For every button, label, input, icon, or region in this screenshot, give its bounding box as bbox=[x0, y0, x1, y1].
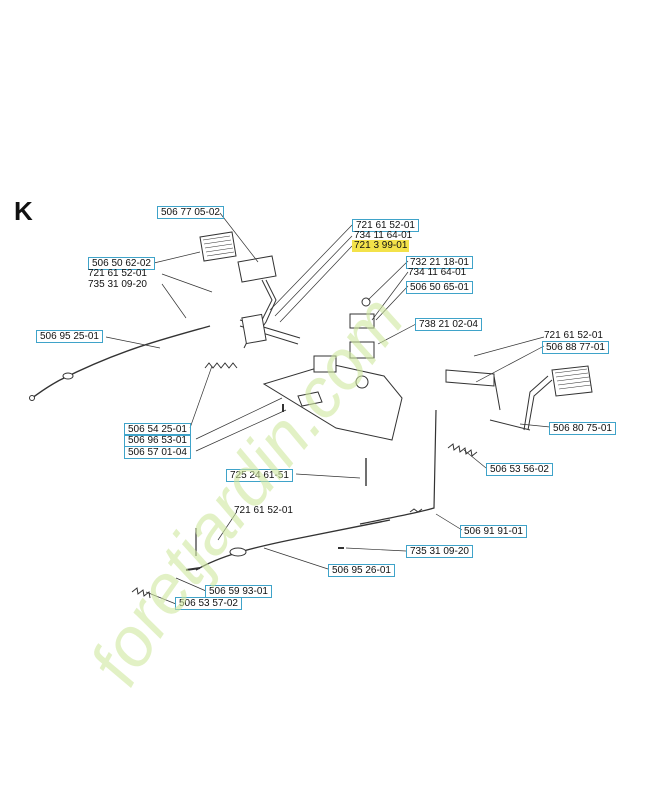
block-lower bbox=[349, 341, 375, 359]
left-spring bbox=[204, 362, 238, 369]
part-number-label: 721 61 52-01 bbox=[88, 268, 147, 279]
right-pedal-arm bbox=[489, 375, 553, 431]
left-pedal-pad bbox=[199, 231, 237, 262]
right-cable bbox=[359, 409, 437, 525]
part-number-label: 721 61 52-01 bbox=[544, 330, 603, 341]
part-number-label: 732 21 18-01 bbox=[406, 256, 473, 269]
lower-spring bbox=[131, 587, 151, 599]
part-number-label: 506 53 57-02 bbox=[175, 597, 242, 610]
right-spring bbox=[447, 443, 478, 457]
part-number-label: 506 80 75-01 bbox=[549, 422, 616, 435]
part-number-label: 506 50 65-01 bbox=[406, 281, 473, 294]
part-number-label: 506 95 25-01 bbox=[36, 330, 103, 343]
part-number-label: 506 77 05-02 bbox=[157, 206, 224, 219]
base-plate bbox=[262, 363, 403, 441]
part-number-label: 506 95 26-01 bbox=[328, 564, 395, 577]
part-number-label: 721 61 52-01 bbox=[352, 219, 419, 232]
part-number-label: 721 61 52-01 bbox=[234, 505, 293, 516]
part-number-label: 725 24 61-51 bbox=[226, 469, 293, 482]
part-number-label: 506 88 77-01 bbox=[542, 341, 609, 354]
left-pedal-plate bbox=[237, 255, 277, 283]
left-cable bbox=[31, 325, 211, 399]
part-number-label: 506 91 91-01 bbox=[460, 525, 527, 538]
part-number-label: 506 57 01-04 bbox=[124, 446, 191, 459]
block-upper bbox=[349, 313, 375, 329]
part-number-label: 506 50 62-02 bbox=[88, 257, 155, 270]
part-number-label: 735 31 09-20 bbox=[406, 545, 473, 558]
part-number-label: 506 54 25-01 bbox=[124, 423, 191, 436]
part-number-label: 734 11 64-01 bbox=[354, 230, 413, 241]
part-number-label: 738 21 02-04 bbox=[415, 318, 482, 331]
lower-cable bbox=[195, 519, 391, 571]
part-number-label: 721 3 99-01 bbox=[352, 240, 410, 252]
part-number-label: 506 53 56-02 bbox=[486, 463, 553, 476]
part-number-label: 735 31 09-20 bbox=[88, 279, 147, 290]
right-pedal-pad bbox=[551, 365, 593, 397]
part-number-label: 734 11 64-01 bbox=[408, 267, 467, 278]
section-letter: K bbox=[14, 196, 33, 226]
